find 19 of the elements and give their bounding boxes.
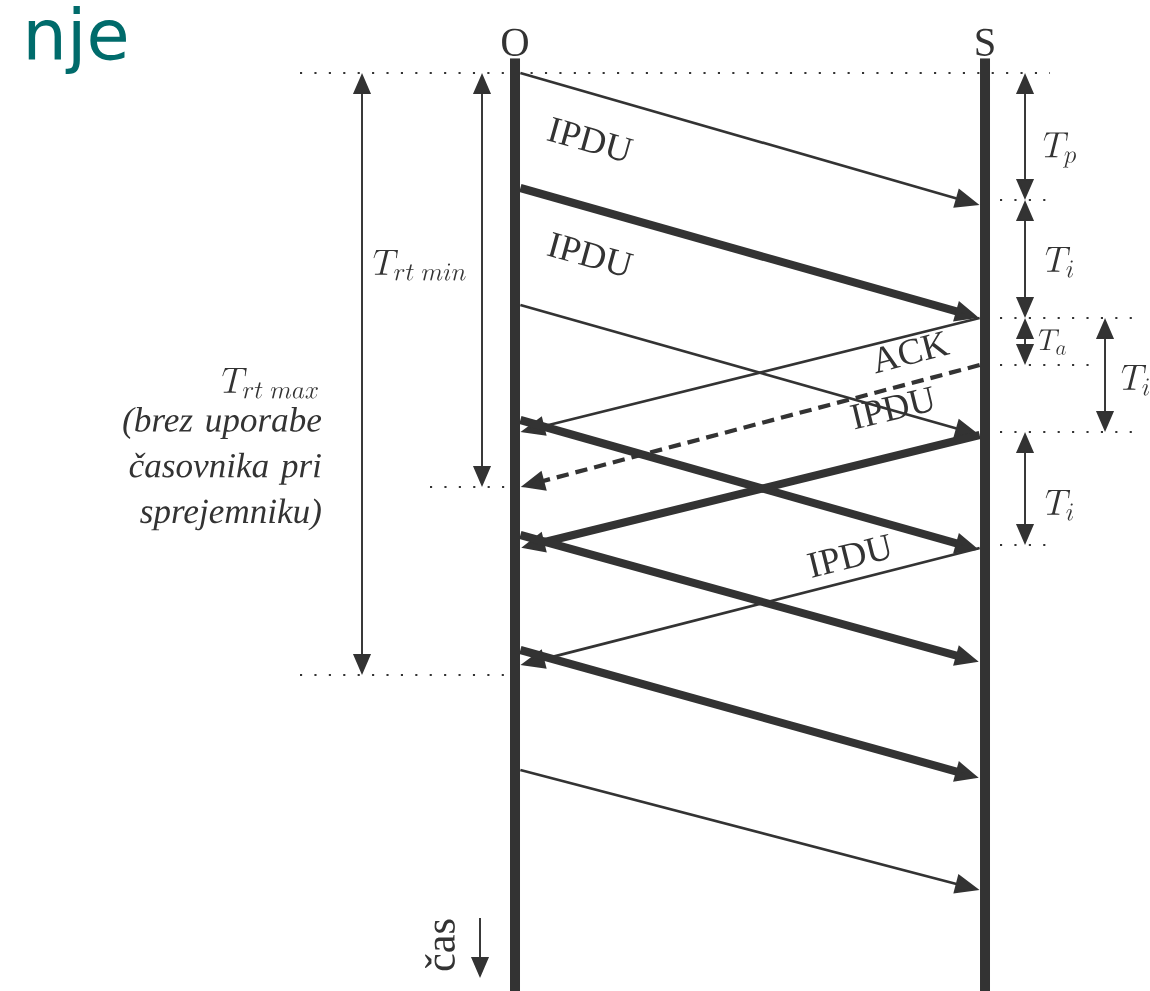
edge-label: IPDU: [849, 386, 933, 430]
dimension-label: $T_{rt\;max}$: [222, 368, 318, 399]
dimension-label: $T_{i}$: [1045, 247, 1073, 278]
dimension-label: $T_{i}$: [1045, 490, 1073, 521]
node-label: O: [502, 28, 528, 56]
edge-label: IPDU: [546, 116, 634, 161]
axis-label: čas: [425, 919, 455, 971]
edge-label: ACK: [875, 331, 951, 374]
node-label: S: [976, 28, 994, 56]
lifeline: S: [976, 28, 994, 991]
heading: nje: [28, 6, 126, 74]
dimension-label: $T_{rt\;min}$: [373, 250, 466, 281]
dimension-label: $T_{i}$: [1121, 365, 1149, 396]
dimension-label: $T_{a}$: [1038, 329, 1066, 355]
edge-label: IPDU: [806, 533, 890, 578]
dimension-label: $T_{p}$: [1043, 132, 1076, 168]
note: (brez uporabe časovnika pri sprejemniku): [123, 407, 322, 531]
lifeline: O: [502, 28, 528, 991]
edge-label: IPDU: [546, 232, 634, 276]
